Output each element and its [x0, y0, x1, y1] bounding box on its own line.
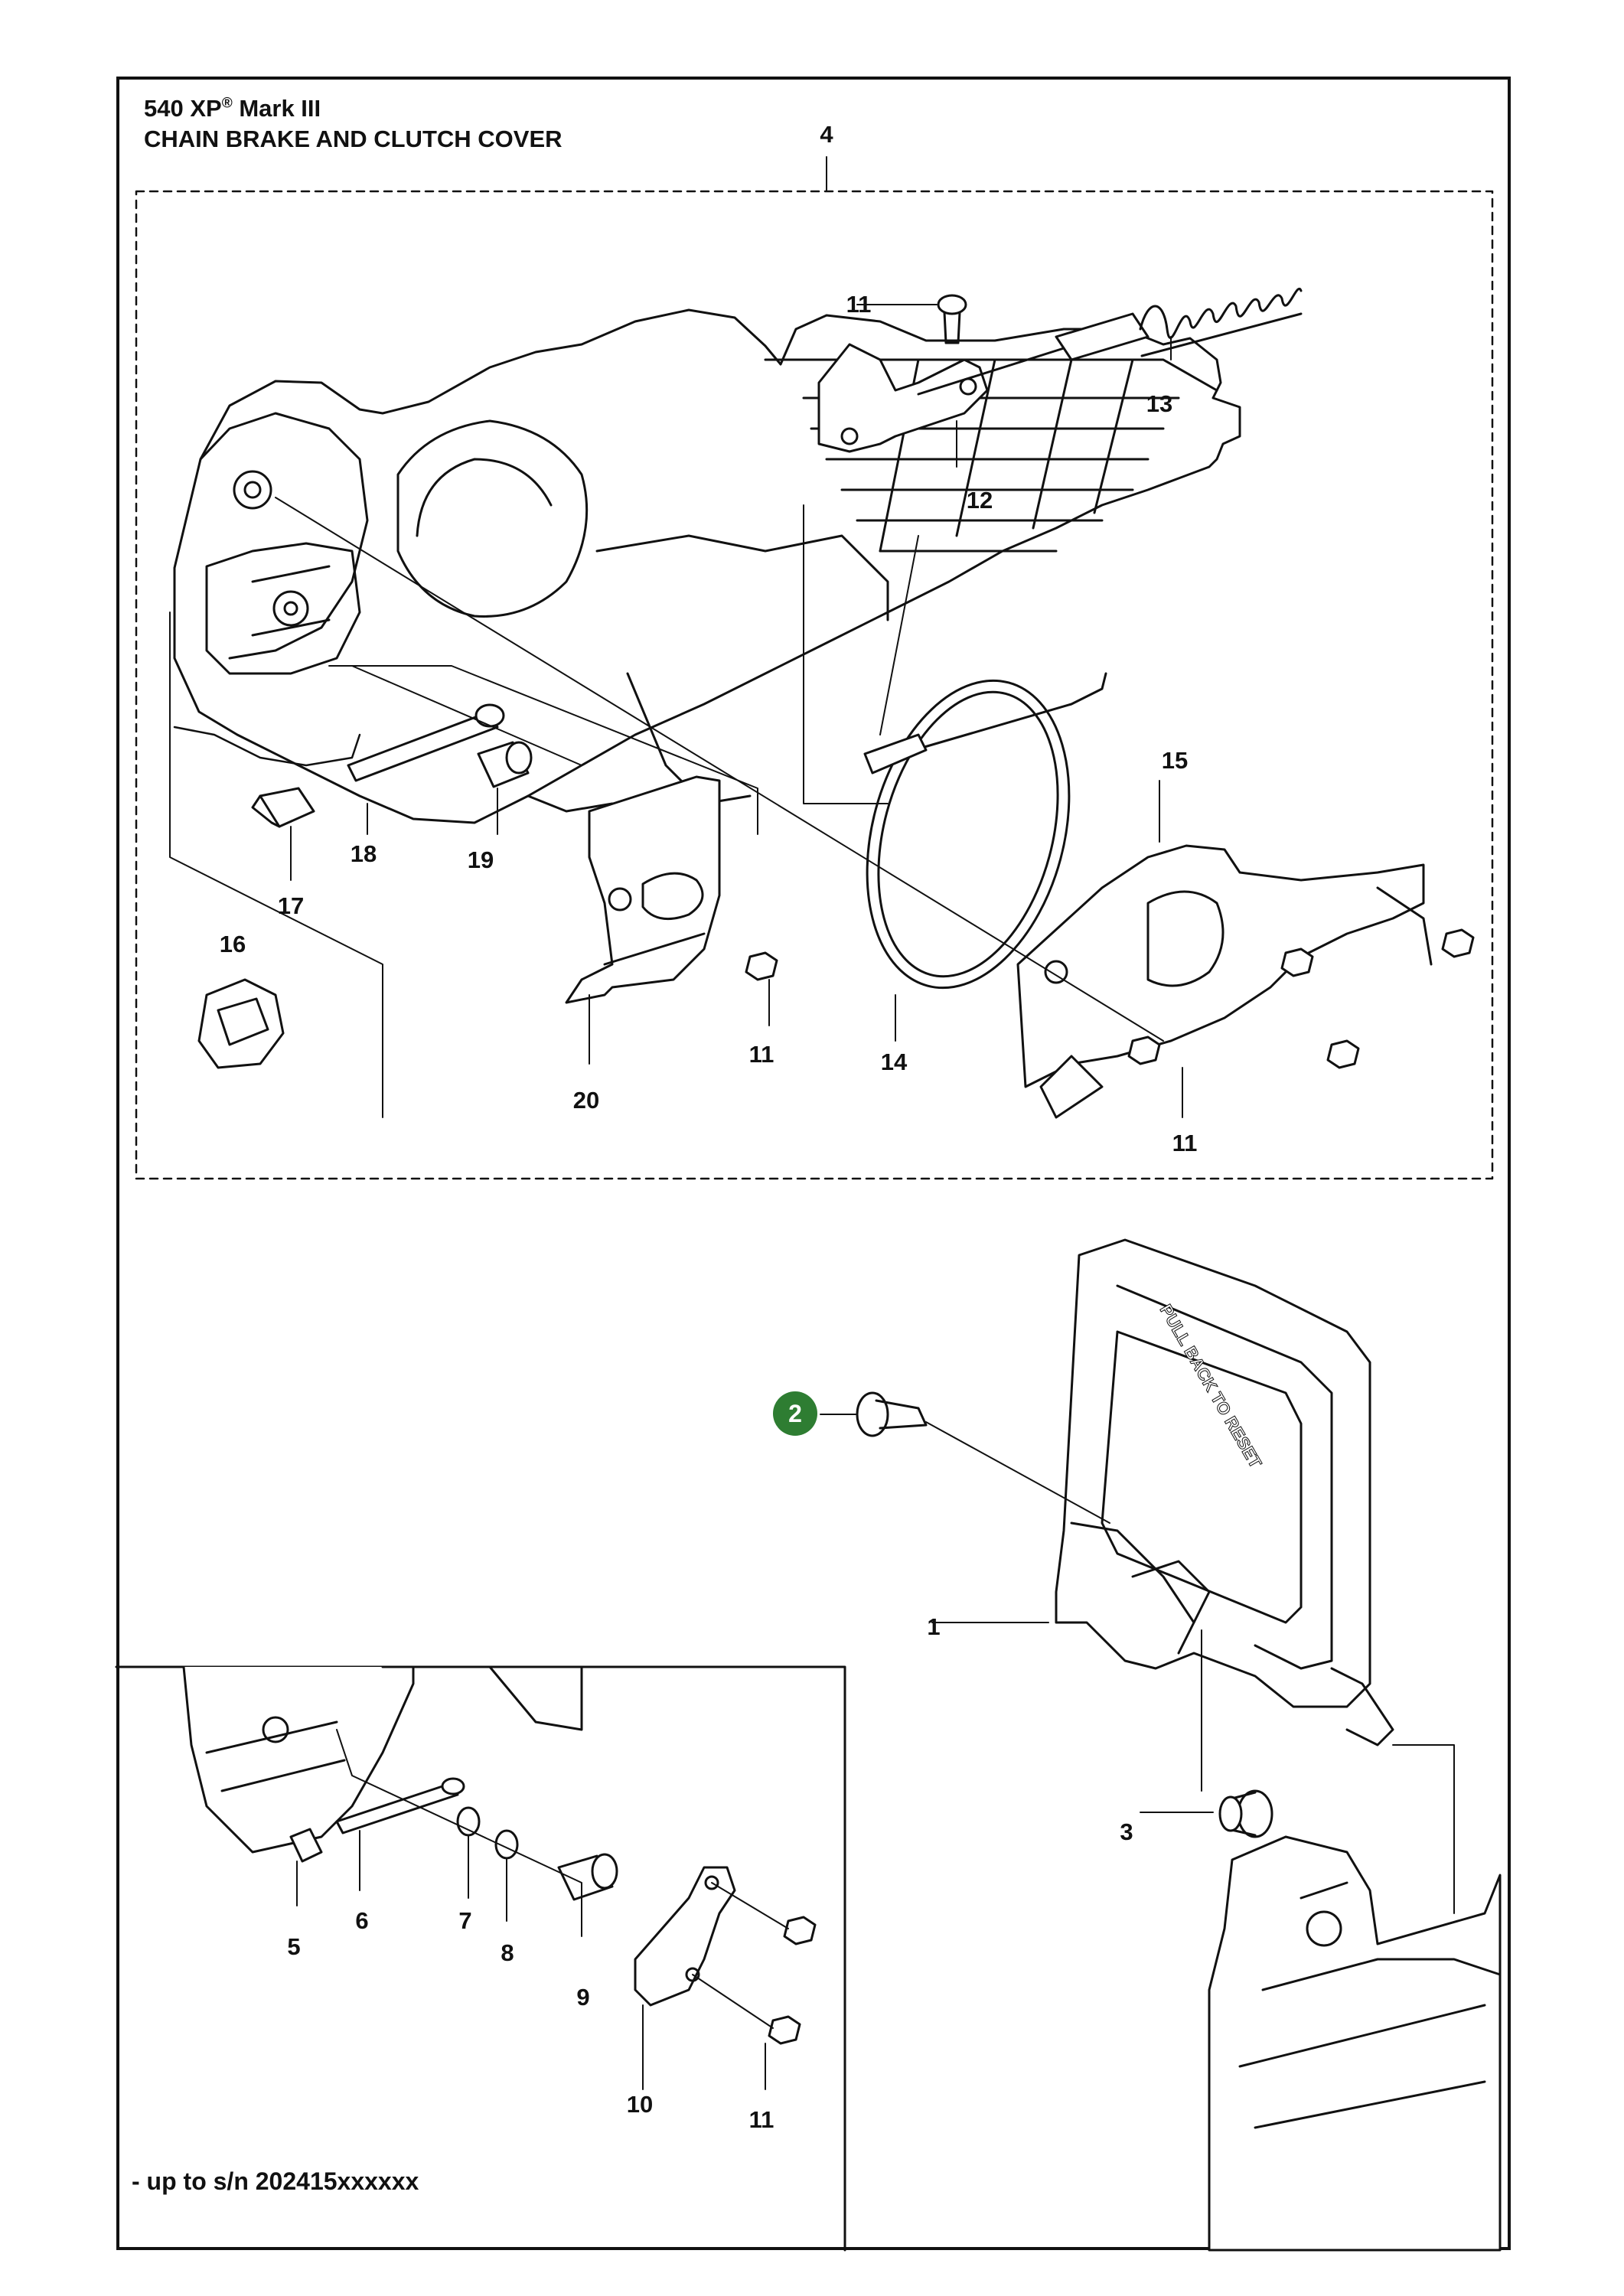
callout-11d: 11 — [748, 2106, 774, 2133]
clutch-cover-part — [173, 308, 1241, 824]
callout-6: 6 — [355, 1907, 369, 1934]
part-1-front-handle — [1055, 1238, 1394, 1746]
part-11-screws-mid — [745, 928, 1475, 1069]
inset-housing-fragment — [182, 1665, 583, 1854]
callout-10: 10 — [626, 2091, 654, 2118]
part-14-brake-band — [863, 672, 1107, 990]
part-12-linkage — [817, 343, 1065, 453]
callout-7: 7 — [458, 1907, 472, 1934]
callout-9: 9 — [576, 1984, 590, 2011]
part-2-bolt — [820, 1391, 1110, 1524]
callout-18: 18 — [350, 840, 377, 867]
callout-13: 13 — [1146, 390, 1173, 417]
part-19-nut — [477, 741, 533, 788]
callout-16: 16 — [219, 931, 246, 957]
serial-note: - up to s/n 202415xxxxxx — [132, 2167, 419, 2195]
part-16-nut — [197, 978, 285, 1069]
callout-11a: 11 — [846, 291, 872, 318]
inset-leaders — [296, 1729, 789, 2090]
page-frame — [116, 77, 1511, 2250]
section-title: CHAIN BRAKE AND CLUTCH COVER — [144, 126, 563, 152]
callout-15: 15 — [1161, 747, 1189, 774]
callout-4: 4 — [820, 121, 833, 148]
part-3-bushing — [1140, 1629, 1455, 1914]
model-title: 540 XP® Mark III — [144, 95, 321, 122]
callout-20: 20 — [572, 1087, 600, 1114]
callout-17: 17 — [277, 892, 305, 919]
part-20-plate — [565, 775, 721, 1004]
inset-parts — [289, 1777, 817, 2045]
callout-14: 14 — [880, 1049, 908, 1075]
callout-11c: 11 — [1172, 1130, 1198, 1156]
part-11-screw-top — [856, 294, 967, 344]
part-18-pin — [347, 703, 505, 782]
callout-5: 5 — [287, 1933, 301, 1960]
callout-11b: 11 — [748, 1041, 774, 1068]
callout-19: 19 — [467, 846, 494, 873]
callout-1: 1 — [927, 1613, 941, 1640]
callout-3: 3 — [1120, 1818, 1133, 1845]
part-17-cap — [251, 787, 315, 828]
part-13-spring — [1055, 288, 1303, 361]
callout-12: 12 — [966, 487, 993, 514]
engine-housing-fragment — [1208, 1835, 1502, 2252]
assembly-4-box — [135, 190, 1494, 1180]
part-15-brake-mechanism — [1016, 844, 1433, 1119]
callout-2-badge: 2 — [773, 1391, 817, 1436]
callout-8: 8 — [501, 1939, 514, 1966]
